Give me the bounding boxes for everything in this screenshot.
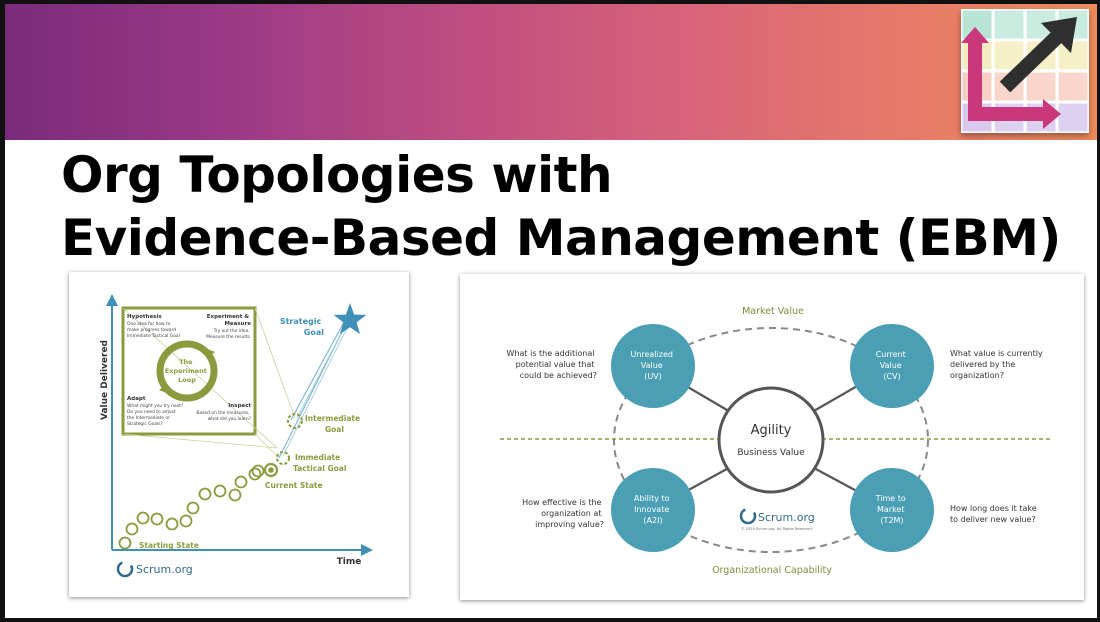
intermediate-goal-marker bbox=[287, 413, 303, 429]
scrum-org-logo: Scrum.org © 2024 Scrum.org. All Rights R… bbox=[739, 507, 815, 531]
t2m-question: How long does it take to deliver new val… bbox=[950, 504, 1039, 524]
cv-question: What value is currently delivered by the… bbox=[950, 349, 1045, 380]
slide-title: Org Topologies with Evidence-Based Manag… bbox=[61, 144, 1061, 270]
adapt-text: What might you try next? Do you need to … bbox=[127, 403, 185, 427]
a2i-question: How effective is the organization at imp… bbox=[522, 498, 604, 529]
ability-to-innovate-circle bbox=[611, 468, 695, 552]
scrum-org-logo: Scrum.org bbox=[116, 560, 193, 578]
market-value-label: Market Value bbox=[742, 306, 804, 317]
copyright-text: © 2024 Scrum.org. All Rights Reserved. bbox=[741, 527, 813, 531]
loop-arrow-icon bbox=[159, 384, 169, 394]
agility-circle bbox=[717, 386, 825, 494]
progress-step bbox=[179, 514, 193, 528]
experiment-loop-card: Value Delivered Time Hypothesis One idea… bbox=[69, 272, 409, 597]
inspect-text: Based on the measures, what did you lear… bbox=[196, 410, 251, 422]
unrealized-value-label: Unrealized Value (UV) bbox=[630, 350, 675, 381]
ebm-diagram: Market Value Organizational Capability A… bbox=[500, 306, 1050, 576]
ability-to-innovate-label: Ability to Innovate (A2I) bbox=[634, 494, 672, 525]
intermediate-goal-label: Intermediate Goal bbox=[305, 414, 363, 434]
strategic-goal-label: Strategic Goal bbox=[280, 317, 324, 337]
org-topologies-logo-icon bbox=[961, 9, 1089, 133]
experiment-title: Experiment & Measure bbox=[207, 314, 251, 327]
immediate-goal-marker bbox=[276, 451, 290, 465]
uv-question: What is the additional potential value t… bbox=[507, 349, 597, 380]
progress-step bbox=[251, 464, 265, 478]
progress-step bbox=[125, 522, 139, 536]
current-state-label: Current State bbox=[265, 481, 323, 490]
scrum-logo-icon bbox=[116, 560, 134, 578]
agility-title: Agility bbox=[751, 423, 792, 438]
business-value-label: Business Value bbox=[737, 448, 805, 458]
slide-title-line-1: Org Topologies with bbox=[61, 146, 613, 204]
scrum-org-brand: Scrum.org bbox=[758, 511, 815, 524]
x-axis-label: Time bbox=[337, 557, 362, 567]
immediate-goal-label: Immediate Tactical Goal bbox=[293, 453, 346, 473]
progress-step bbox=[186, 501, 200, 515]
progress-step bbox=[213, 484, 227, 498]
y-axis-label: Value Delivered bbox=[100, 340, 110, 420]
y-axis-arrow-icon bbox=[106, 294, 118, 306]
gradient-banner bbox=[5, 4, 1097, 140]
scrum-logo-icon bbox=[739, 507, 757, 525]
progress-step bbox=[228, 488, 242, 502]
organizational-capability-label: Organizational Capability bbox=[712, 565, 832, 576]
current-state-marker bbox=[263, 462, 279, 478]
hypothesis-text: One idea for how to make progress toward… bbox=[127, 321, 180, 339]
current-value-label: Current Value (CV) bbox=[876, 350, 909, 381]
progress-step bbox=[234, 475, 248, 489]
loop-center-label: The Experiment Loop bbox=[165, 358, 209, 384]
slide-title-line-2: Evidence-Based Management (EBM) bbox=[61, 209, 1061, 267]
progress-step bbox=[136, 511, 150, 525]
x-axis-arrow-icon bbox=[361, 544, 373, 556]
hypothesis-title: Hypothesis bbox=[127, 314, 162, 320]
inspect-title: Inspect bbox=[228, 403, 251, 409]
time-to-market-label: Time to Market (T2M) bbox=[875, 494, 909, 525]
starting-state-label: Starting State bbox=[139, 541, 199, 550]
value-ellipse bbox=[613, 327, 929, 553]
progress-step bbox=[150, 512, 164, 526]
experiment-loop-box bbox=[121, 306, 257, 436]
current-value-circle bbox=[850, 324, 934, 408]
progress-step bbox=[198, 487, 212, 501]
progress-step bbox=[248, 467, 262, 481]
progress-steps bbox=[118, 464, 265, 550]
experiment-text: Try out the idea. Measure the results. bbox=[206, 328, 251, 340]
loop-arrow-icon bbox=[205, 348, 215, 358]
ebm-card: Market Value Organizational Capability A… bbox=[460, 274, 1084, 600]
adapt-title: Adapt bbox=[127, 396, 146, 402]
unrealized-value-circle bbox=[611, 324, 695, 408]
scrum-org-brand: Scrum.org bbox=[136, 563, 193, 576]
time-to-market-circle bbox=[850, 468, 934, 552]
slide: Org Topologies with Evidence-Based Manag… bbox=[5, 4, 1097, 618]
progress-step bbox=[165, 517, 179, 531]
progress-step bbox=[118, 536, 132, 550]
experiment-loop-circle bbox=[156, 340, 218, 402]
experiment-loop-diagram: Value Delivered Time Hypothesis One idea… bbox=[100, 294, 373, 578]
strategic-goal-star-icon bbox=[333, 303, 367, 335]
